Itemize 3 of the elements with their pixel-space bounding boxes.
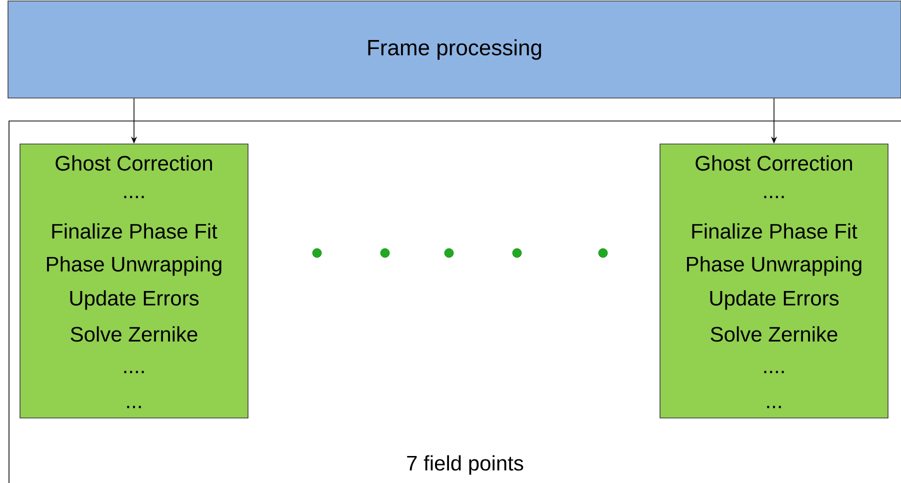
header-band: Frame processing — [8, 0, 901, 98]
step-box: Ghost Correction .... Finalize Phase Fit Phase Unwrapping Update Errors Solve Zernike .... ... — [20, 144, 248, 418]
step-box: Ghost Correction .... Finalize Phase Fit Phase Unwrapping Update Errors Solve Zernike .... ... — [660, 144, 888, 418]
